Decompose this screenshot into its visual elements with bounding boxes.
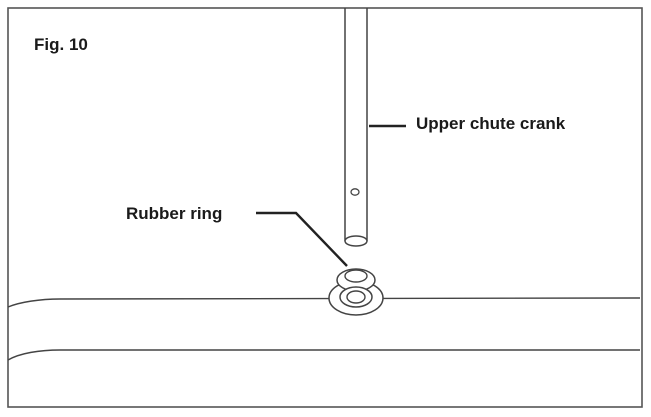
housing-lower-edge: [7, 349, 640, 361]
crank-hole: [350, 188, 360, 196]
rubber-ring: [328, 268, 384, 316]
leader-line-rubber-ring: [256, 211, 348, 267]
housing-upper-edge: [7, 297, 641, 308]
callout-upper-chute-crank: Upper chute crank: [416, 114, 566, 133]
upper-chute-crank-rod: [344, 8, 368, 247]
figure-title: Fig. 10: [34, 35, 88, 54]
figure-frame: [7, 7, 643, 408]
callout-rubber-ring: Rubber ring: [126, 204, 223, 223]
